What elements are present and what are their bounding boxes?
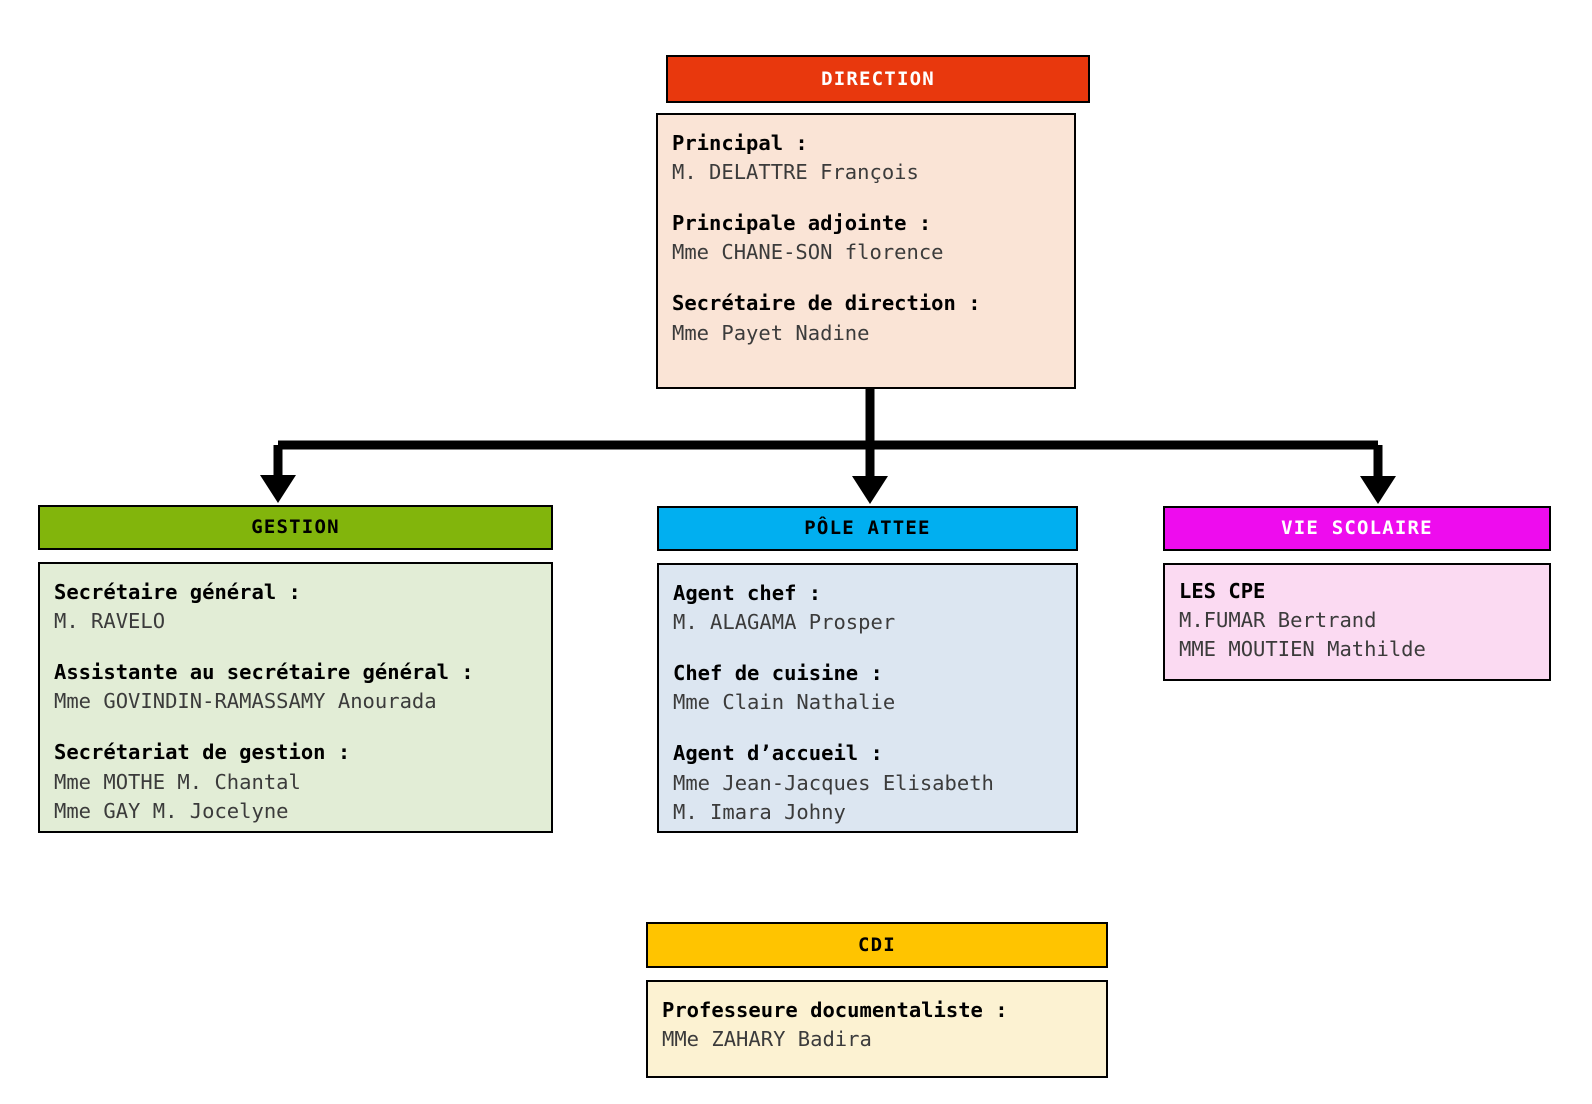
section-assistante-secretaire-general-title: Assistante au secrétaire général : [54,660,474,685]
section-agent-accueil-line-1: Mme Jean-Jacques Elisabeth [673,770,994,795]
node-vie-scolaire-body: LES CPE M.FUMAR Bertrand MME MOUTIEN Mat… [1163,563,1551,681]
section-principale-adjointe-title: Principale adjointe : [672,211,932,236]
section-chef-cuisine-title: Chef de cuisine : [673,661,883,686]
node-gestion-header[interactable]: GESTION [38,505,553,550]
section-secretariat-gestion-line-1: Mme MOTHE M. Chantal [54,769,301,794]
section-agent-accueil-title: Agent d’accueil : [673,741,883,766]
node-pole-attee-title: PÔLE ATTEE [804,517,931,539]
node-cdi-title: CDI [858,933,896,956]
node-pole-attee-body: Agent chef : M. ALAGAMA Prosper Chef de … [657,563,1078,833]
section-agent-chef: Agent chef : M. ALAGAMA Prosper [673,579,1076,637]
section-principale-adjointe: Principale adjointe : Mme CHANE-SON flor… [672,209,1074,267]
section-les-cpe: LES CPE M.FUMAR Bertrand MME MOUTIEN Mat… [1179,577,1549,664]
arrowhead-attee [852,476,888,504]
section-secretaire-general-line-1: M. RAVELO [54,609,166,634]
section-professeure-documentaliste-title: Professeure documentaliste : [662,998,1008,1022]
section-principale-adjointe-line-1: Mme CHANE-SON florence [672,240,944,265]
node-vie-scolaire-title: VIE SCOLAIRE [1281,517,1433,539]
section-assistante-secretaire-general: Assistante au secrétaire général : Mme G… [54,658,551,716]
section-agent-chef-title: Agent chef : [673,581,822,605]
section-secretaire-general: Secrétaire général : M. RAVELO [54,578,551,636]
section-professeure-documentaliste: Professeure documentaliste : MMe ZAHARY … [662,996,1106,1054]
section-agent-accueil: Agent d’accueil : Mme Jean-Jacques Elisa… [673,739,1076,826]
node-pole-attee-header[interactable]: PÔLE ATTEE [657,506,1078,551]
node-direction-title: DIRECTION [821,67,935,90]
section-assistante-secretaire-general-line-1: Mme GOVINDIN-RAMASSAMY Anourada [54,689,437,714]
section-agent-chef-line-1: M. ALAGAMA Prosper [673,610,896,635]
section-chef-cuisine: Chef de cuisine : Mme Clain Nathalie [673,659,1076,717]
section-secretaire-general-title: Secrétaire général : [54,580,301,604]
section-agent-accueil-line-2: M. Imara Johny [673,799,846,824]
node-gestion-body: Secrétaire général : M. RAVELO Assistant… [38,562,553,833]
section-secretariat-gestion-line-2: Mme GAY M. Jocelyne [54,798,289,823]
section-les-cpe-title: LES CPE [1179,579,1266,603]
node-direction-header[interactable]: DIRECTION [666,55,1090,103]
section-principal: Principal : M. DELATTRE François [672,129,1074,187]
section-secretaire-direction-line-1: Mme Payet Nadine [672,320,870,345]
section-secretaire-direction: Secrétaire de direction : Mme Payet Nadi… [672,289,1074,347]
node-vie-scolaire-header[interactable]: VIE SCOLAIRE [1163,506,1551,551]
node-direction-body: Principal : M. DELATTRE François Princip… [656,113,1076,389]
section-secretariat-gestion: Secrétariat de gestion : Mme MOTHE M. Ch… [54,738,551,825]
section-secretariat-gestion-title: Secrétariat de gestion : [54,740,351,765]
section-les-cpe-line-1: M.FUMAR Bertrand [1179,608,1377,633]
node-gestion-title: GESTION [251,516,340,538]
node-cdi-header[interactable]: CDI [646,922,1108,968]
arrowhead-vie-scolaire [1360,476,1396,504]
section-professeure-documentaliste-line-1: MMe ZAHARY Badira [662,1027,872,1052]
section-principal-line-1: M. DELATTRE François [672,160,919,185]
node-cdi-body: Professeure documentaliste : MMe ZAHARY … [646,980,1108,1078]
section-principal-title: Principal : [672,131,808,155]
section-secretaire-direction-title: Secrétaire de direction : [672,291,981,316]
section-chef-cuisine-line-1: Mme Clain Nathalie [673,690,896,715]
arrowhead-gestion [260,475,296,503]
section-les-cpe-line-2: MME MOUTIEN Mathilde [1179,637,1426,662]
